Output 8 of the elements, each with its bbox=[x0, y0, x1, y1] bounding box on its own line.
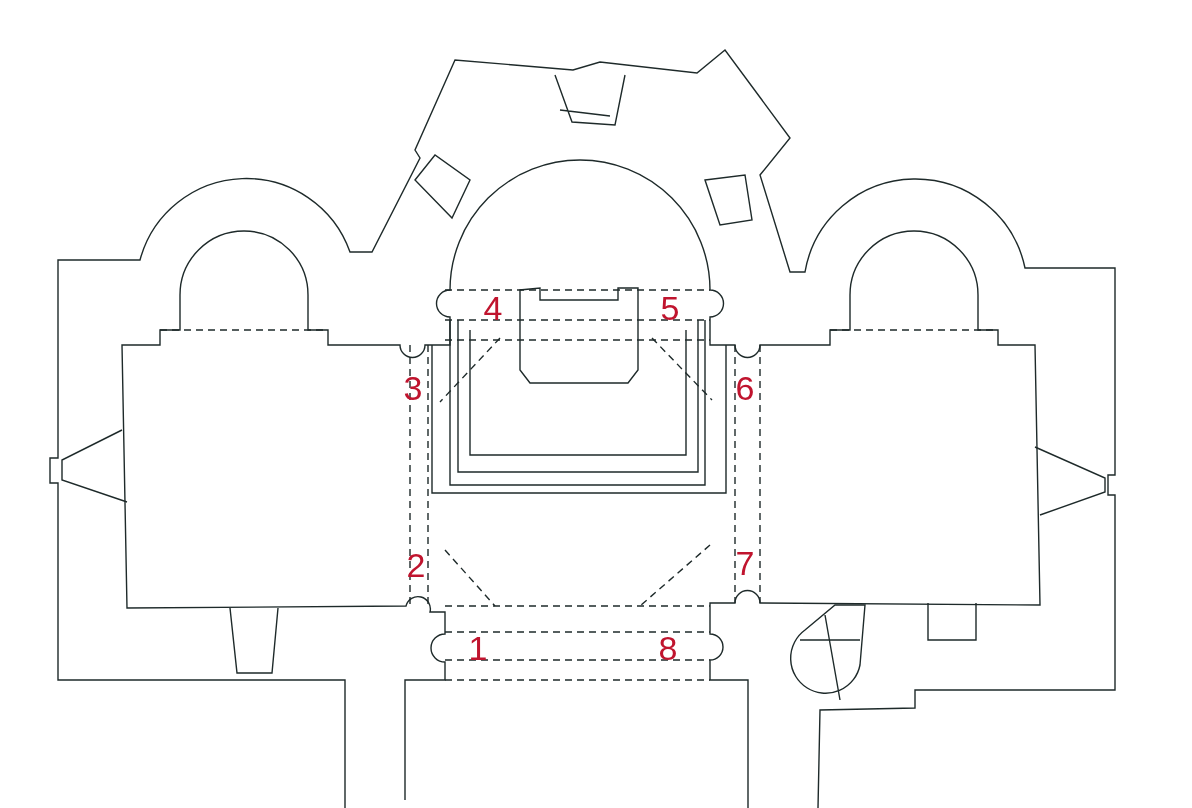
callout-number: 7 bbox=[735, 546, 755, 580]
callout-number: 3 bbox=[403, 371, 423, 405]
callout-number: 1 bbox=[468, 631, 488, 665]
callout-number: 8 bbox=[658, 631, 678, 665]
callout-number: 2 bbox=[406, 548, 426, 582]
callout-number: 5 bbox=[660, 291, 680, 325]
callout-number: 6 bbox=[735, 371, 755, 405]
callout-number: 4 bbox=[483, 291, 503, 325]
